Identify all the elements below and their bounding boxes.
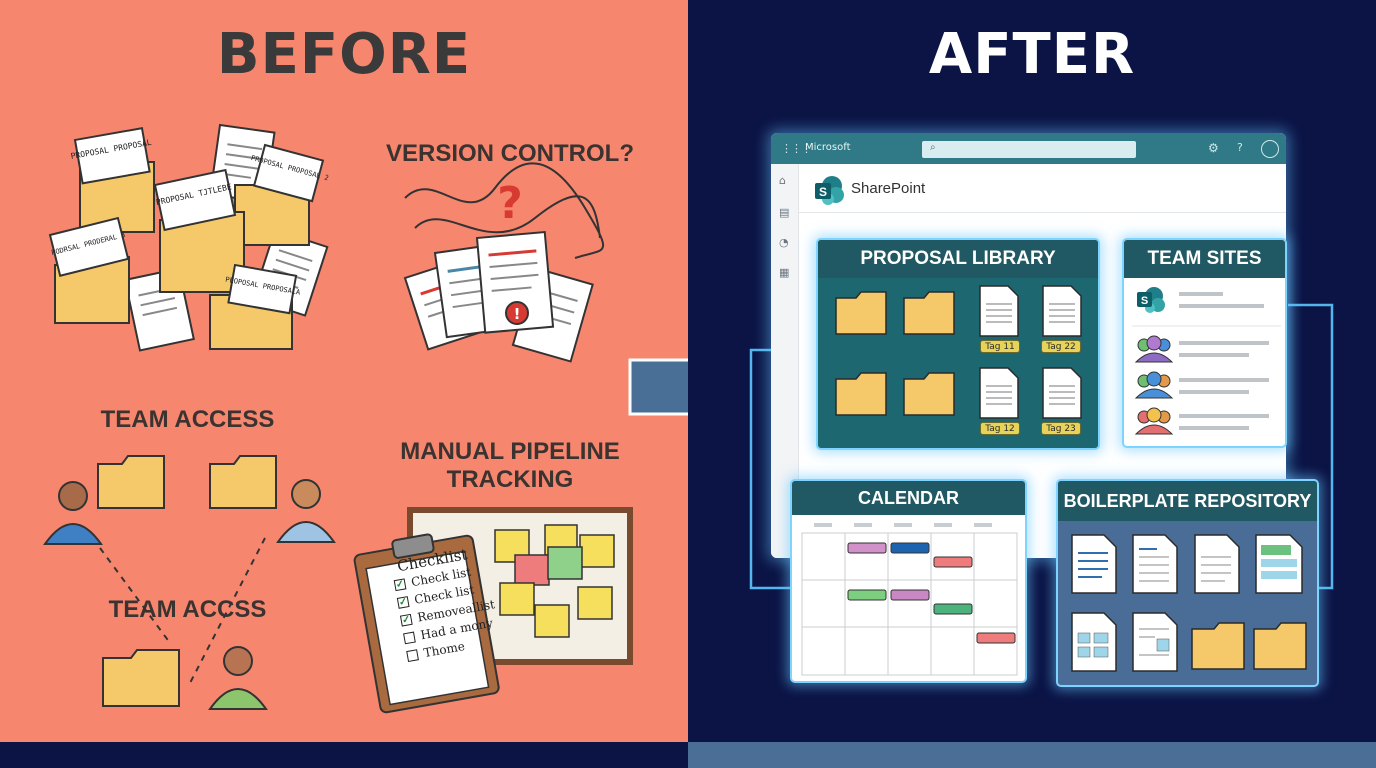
home-icon[interactable]: ⌂ bbox=[779, 174, 786, 187]
document-icon bbox=[1042, 285, 1082, 337]
calendar-event bbox=[890, 589, 930, 601]
avatar[interactable] bbox=[1261, 140, 1279, 158]
news-icon[interactable]: ▤ bbox=[779, 206, 790, 219]
sharepoint-logo-icon: S bbox=[1137, 287, 1165, 313]
team-access-illustration bbox=[43, 455, 336, 710]
before-title: BEFORE bbox=[216, 22, 472, 87]
boilerplate-contents bbox=[1071, 534, 1307, 672]
svg-text:S: S bbox=[1141, 295, 1148, 307]
calendar-event bbox=[933, 603, 973, 615]
proposal-library-card[interactable]: PROPOSAL LIBRARY Tag 11 Tag 22 Tag 12 Ta… bbox=[816, 238, 1100, 450]
document-icon bbox=[1132, 534, 1178, 594]
sticky-note bbox=[579, 534, 615, 568]
sites-icon[interactable]: ◔ bbox=[779, 236, 789, 249]
document-icon bbox=[1071, 534, 1117, 594]
app-launcher-icon[interactable]: ⋮⋮⋮ bbox=[781, 142, 812, 155]
folder-icon bbox=[209, 455, 277, 509]
document-icon bbox=[979, 367, 1019, 419]
calendar-card[interactable]: CALENDAR bbox=[790, 479, 1027, 683]
app-brand: Microsoft bbox=[805, 142, 851, 153]
team-sites-title: TEAM SITES bbox=[1124, 240, 1285, 278]
person-icon bbox=[208, 646, 268, 710]
team-sites-card[interactable]: TEAM SITES S bbox=[1122, 238, 1287, 448]
folder-icon bbox=[102, 649, 180, 707]
tag-badge[interactable]: Tag 23 bbox=[1041, 422, 1081, 435]
calendar-event bbox=[847, 589, 887, 601]
folder-icon bbox=[97, 455, 165, 509]
proposal-library-contents bbox=[835, 285, 1082, 419]
sticky-note bbox=[534, 604, 570, 638]
pipeline-heading: MANUAL PIPELINE TRACKING bbox=[390, 438, 630, 494]
bottom-band-left bbox=[0, 742, 688, 768]
person-icon bbox=[276, 479, 336, 543]
calendar-title: CALENDAR bbox=[792, 481, 1025, 515]
pipeline-illustration bbox=[353, 507, 633, 714]
calendar-event bbox=[847, 542, 887, 554]
gear-icon[interactable]: ⚙ bbox=[1208, 141, 1219, 155]
app-top-bar: ⋮⋮⋮ Microsoft ⌕ ⚙ ? bbox=[771, 133, 1286, 164]
app-title: SharePoint bbox=[851, 180, 926, 197]
after-title: AFTER bbox=[928, 22, 1136, 87]
calendar-event bbox=[890, 542, 930, 554]
bottom-band-right bbox=[688, 742, 1376, 768]
sticky-note bbox=[577, 586, 613, 620]
tag-badge[interactable]: Tag 22 bbox=[1041, 340, 1081, 353]
pipeline-heading-line2: TRACKING bbox=[446, 466, 574, 493]
files-icon[interactable]: ▦ bbox=[779, 266, 790, 279]
document-icon bbox=[475, 230, 555, 334]
calendar-grid bbox=[801, 523, 1018, 676]
proposal-library-title: PROPOSAL LIBRARY bbox=[818, 240, 1098, 278]
tag-badge[interactable]: Tag 12 bbox=[980, 422, 1020, 435]
team-access-heading-2: TEAM ACCSS bbox=[108, 596, 267, 623]
before-panel: BEFORE PROPOSAL PROPOSAL PROPOSAL TJTLEB… bbox=[0, 0, 688, 742]
left-rail: ⌂ ▤ ◔ ▦ bbox=[771, 164, 799, 558]
version-control-heading: VERSION CONTROL? bbox=[385, 140, 634, 167]
calendar-event bbox=[976, 632, 1016, 644]
transition-arrow bbox=[628, 358, 688, 416]
question-mark-icon: ? bbox=[497, 178, 523, 229]
team-sites-list: S bbox=[1132, 287, 1281, 435]
sticky-note bbox=[499, 582, 535, 616]
checklist: Checklist ✓Check list✓Check list✓Removea… bbox=[382, 541, 509, 666]
search-icon: ⌕ bbox=[930, 142, 936, 153]
team-access-heading: TEAM ACCESS bbox=[100, 406, 275, 433]
folder-icon bbox=[835, 372, 887, 416]
svg-text:S: S bbox=[819, 185, 827, 199]
help-icon[interactable]: ? bbox=[1237, 141, 1243, 154]
document-icon bbox=[1194, 534, 1240, 594]
people-group-icon bbox=[1134, 407, 1174, 435]
sticky-note bbox=[547, 546, 583, 580]
sharepoint-logo-icon: S bbox=[815, 176, 844, 205]
checked-box-icon: ✓ bbox=[393, 577, 407, 591]
empty-box-icon bbox=[402, 631, 416, 644]
document-icon bbox=[1132, 612, 1178, 672]
folder-icon bbox=[835, 291, 887, 335]
document-icon bbox=[979, 285, 1019, 337]
checked-box-icon: ✓ bbox=[396, 595, 410, 609]
proposal-folder-pile: PROPOSAL PROPOSAL PROPOSAL TJTLEBE PROPO… bbox=[48, 123, 330, 352]
folder-icon bbox=[903, 372, 955, 416]
header-divider bbox=[799, 212, 1286, 213]
folder-icon bbox=[1191, 622, 1245, 670]
checked-box-icon: ✓ bbox=[399, 613, 413, 627]
warning-glyph: ! bbox=[514, 305, 521, 323]
document-icon bbox=[1071, 612, 1117, 672]
tag-badge[interactable]: Tag 11 bbox=[980, 340, 1020, 353]
search-input[interactable]: ⌕ bbox=[922, 141, 1136, 158]
boilerplate-title: BOILERPLATE REPOSITORY bbox=[1058, 481, 1317, 521]
document-icon bbox=[1042, 367, 1082, 419]
folder-icon bbox=[903, 291, 955, 335]
folder-icon bbox=[1253, 622, 1307, 670]
sticky-note bbox=[514, 554, 550, 586]
boilerplate-repository-card[interactable]: BOILERPLATE REPOSITORY bbox=[1056, 479, 1319, 687]
person-icon bbox=[43, 481, 103, 545]
empty-box-icon bbox=[406, 648, 419, 662]
calendar-event bbox=[933, 556, 973, 568]
warning-icon bbox=[505, 301, 529, 325]
pipeline-heading-line1: MANUAL PIPELINE bbox=[400, 438, 620, 465]
spreadsheet-icon bbox=[1255, 534, 1303, 594]
people-group-icon bbox=[1134, 371, 1174, 399]
version-chaos-illustration: ? ! bbox=[403, 162, 604, 363]
people-group-icon bbox=[1134, 335, 1174, 363]
